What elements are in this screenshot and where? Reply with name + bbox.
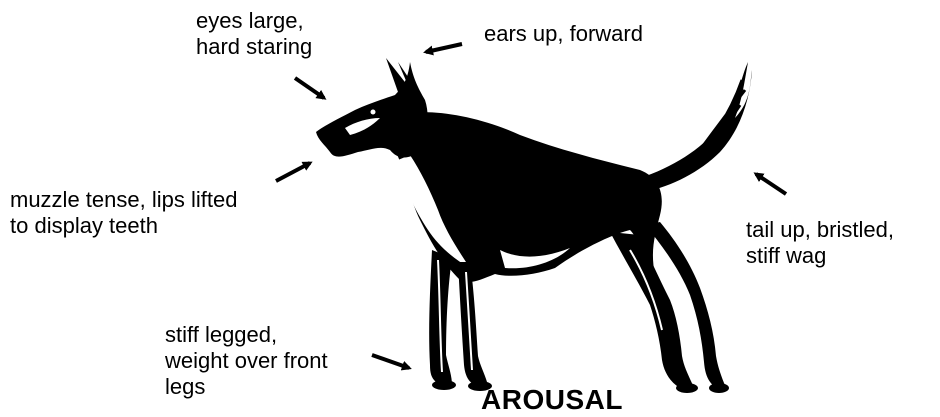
arrow-icon	[276, 163, 310, 181]
tail-line-2: stiff wag	[746, 243, 894, 269]
muzzle-annotation: muzzle tense, lips lifted to display tee…	[10, 187, 237, 239]
tail-annotation: tail up, bristled, stiff wag	[746, 217, 894, 269]
tail-line-1: tail up, bristled,	[746, 217, 894, 243]
legs-line-1: stiff legged,	[165, 322, 328, 348]
arrow-icon	[756, 174, 786, 194]
muzzle-line-1: muzzle tense, lips lifted	[10, 187, 237, 213]
eyes-line-2: hard staring	[196, 34, 312, 60]
ears-annotation: ears up, forward	[484, 21, 643, 47]
arrow-icon	[426, 44, 462, 52]
legs-annotation: stiff legged, weight over front legs	[165, 322, 328, 400]
diagram-title: AROUSAL	[481, 384, 623, 416]
legs-line-2: weight over front	[165, 348, 328, 374]
ears-line-1: ears up, forward	[484, 21, 643, 47]
muzzle-line-2: to display teeth	[10, 213, 237, 239]
eyes-line-1: eyes large,	[196, 8, 312, 34]
legs-line-3: legs	[165, 374, 328, 400]
arrow-icon	[372, 355, 409, 368]
eyes-annotation: eyes large, hard staring	[196, 8, 312, 60]
arrow-icon	[295, 78, 324, 98]
dog-silhouette-icon	[316, 58, 752, 393]
